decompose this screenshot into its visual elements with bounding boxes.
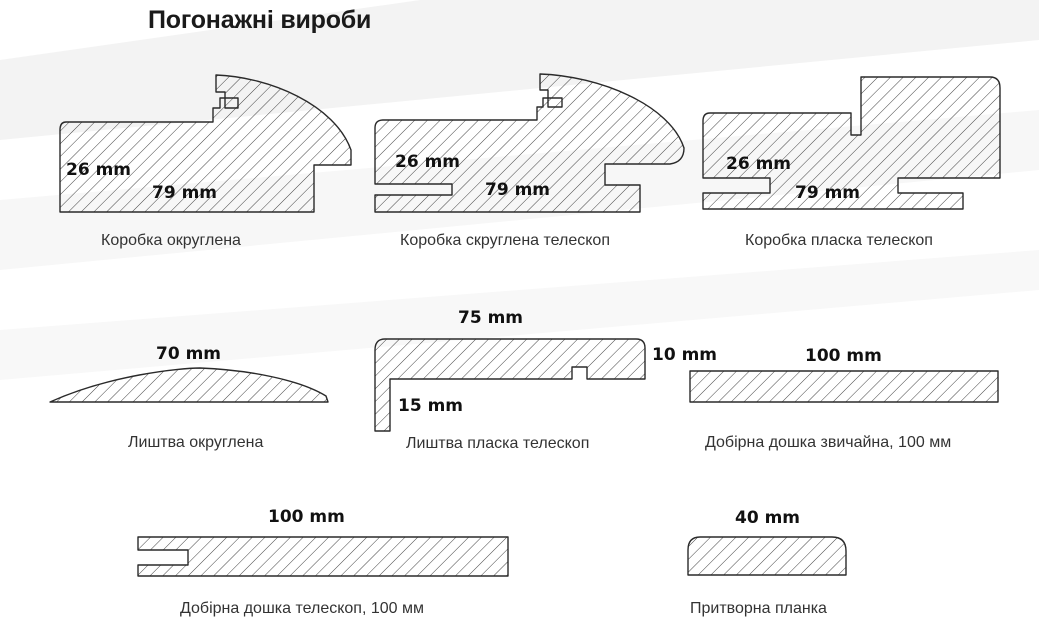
caption-lyshtva-okruglena: Лиштва округлена [128,434,264,451]
profile-prytvorna-planka [687,536,847,576]
profile-lyshtva-okruglena [49,367,329,403]
dim-korobka-plaska-thickness: 26 mm [726,154,792,174]
profile-dobirna-doshka-teleskop [137,536,509,577]
dim-dobirna-zvychaina-width: 100 mm [805,346,882,366]
dim-korobka-skruglena-width: 79 mm [485,180,551,200]
dim-korobka-okruglena-thickness: 26 mm [66,160,132,180]
profile-lyshtva-plaska-teleskop [374,338,646,432]
dim-dobirna-teleskop-width: 100 mm [268,507,345,527]
dim-korobka-okruglena-width: 79 mm [152,183,218,203]
profile-korobka-okruglena [59,74,352,213]
profile-dobirna-doshka-zvychaina [689,370,999,403]
dim-lyshtva-plaska-depth: 15 mm [398,396,464,416]
caption-dobirna-doshka-zvychaina: Добірна дошка звичайна, 100 мм [705,434,952,451]
caption-korobka-plaska-teleskop: Коробка пласка телескоп [745,232,933,249]
page-title: Погонажні вироби [148,6,372,34]
caption-lyshtva-plaska-teleskop: Лиштва пласка телескоп [406,435,590,452]
dim-lyshtva-plaska-thickness: 10 mm [652,345,718,365]
caption-korobka-okruglena: Коробка округлена [101,232,241,249]
dim-lyshtva-plaska-width: 75 mm [458,308,524,328]
dim-prytvorna-planka-width: 40 mm [735,508,801,528]
caption-korobka-skruglena-teleskop: Коробка скруглена телескоп [400,232,610,249]
caption-prytvorna-planka: Притворна планка [690,600,827,617]
dim-lyshtva-okruglena-width: 70 mm [156,344,222,364]
dim-korobka-skruglena-thickness: 26 mm [395,152,461,172]
dim-korobka-plaska-width: 79 mm [795,183,861,203]
caption-dobirna-doshka-teleskop: Добірна дошка телескоп, 100 мм [180,600,424,617]
profile-korobka-skruglena-teleskop [374,73,685,213]
profile-korobka-plaska-teleskop [702,76,1001,210]
